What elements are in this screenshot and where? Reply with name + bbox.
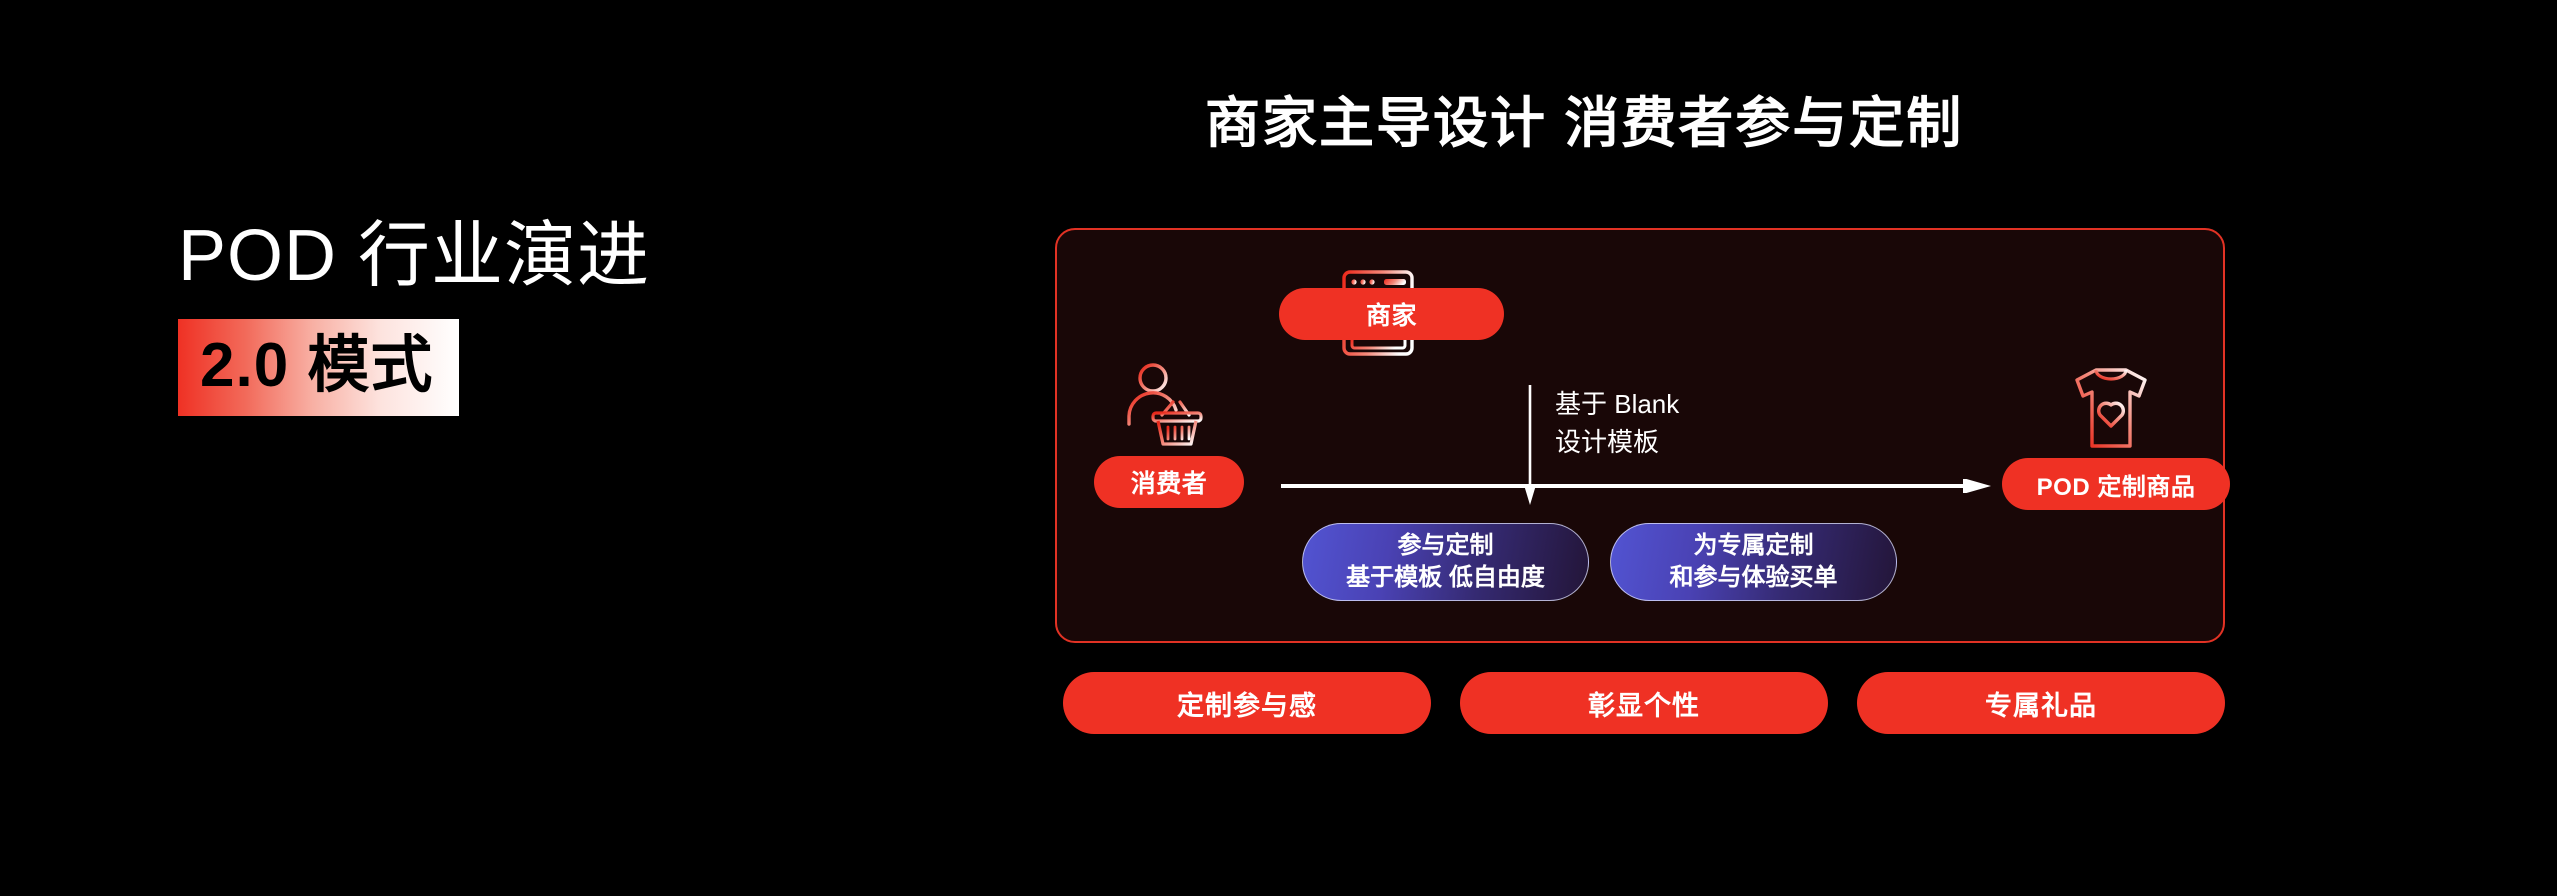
consumer-to-product-arrow-icon	[1281, 478, 1991, 494]
pill-line2: 基于模板 低自由度	[1346, 564, 1545, 591]
bottom-button-3[interactable]: 专属礼品	[1857, 672, 2225, 734]
badge-consumer[interactable]: 消费者	[1094, 456, 1244, 508]
bottom-button-2[interactable]: 彰显个性	[1460, 672, 1828, 734]
pill-exclusive-customization[interactable]: 为专属定制 和参与体验买单	[1610, 523, 1897, 601]
headline-text: POD 行业演进	[178, 216, 651, 296]
pill-participate-customization[interactable]: 参与定制 基于模板 低自由度	[1302, 523, 1589, 601]
badge-merchant[interactable]: 商家	[1279, 288, 1504, 340]
bottom-button-1[interactable]: 定制参与感	[1063, 672, 1431, 734]
diagram-panel: 商家 消费者 POD 定制商品 基于 Blank 设计模板 参与定制 基于模板 …	[1055, 228, 2230, 643]
person-with-basket-icon	[1117, 358, 1213, 454]
pill-line2: 和参与体验买单	[1669, 564, 1838, 591]
pill-line1: 参与定制	[1397, 532, 1494, 560]
badge-pod-product[interactable]: POD 定制商品	[2002, 458, 2230, 510]
flow-note-line2: 设计模板	[1555, 426, 1660, 457]
pill-line1: 为专属定制	[1693, 532, 1814, 560]
page-title: 商家主导设计 消费者参与定制	[1205, 92, 1964, 154]
mode-chip: 2.0 模式	[178, 318, 460, 416]
flow-note: 基于 Blank 设计模板	[1555, 386, 1679, 461]
bottom-button-row: 定制参与感 彰显个性 专属礼品	[1063, 672, 2225, 734]
tshirt-heart-icon	[2063, 360, 2159, 456]
merchant-to-flow-arrow-icon	[1521, 385, 1539, 505]
flow-note-line1: 基于 Blank	[1555, 389, 1680, 419]
left-title-block: POD 行业演进 2.0 模式	[178, 216, 798, 416]
